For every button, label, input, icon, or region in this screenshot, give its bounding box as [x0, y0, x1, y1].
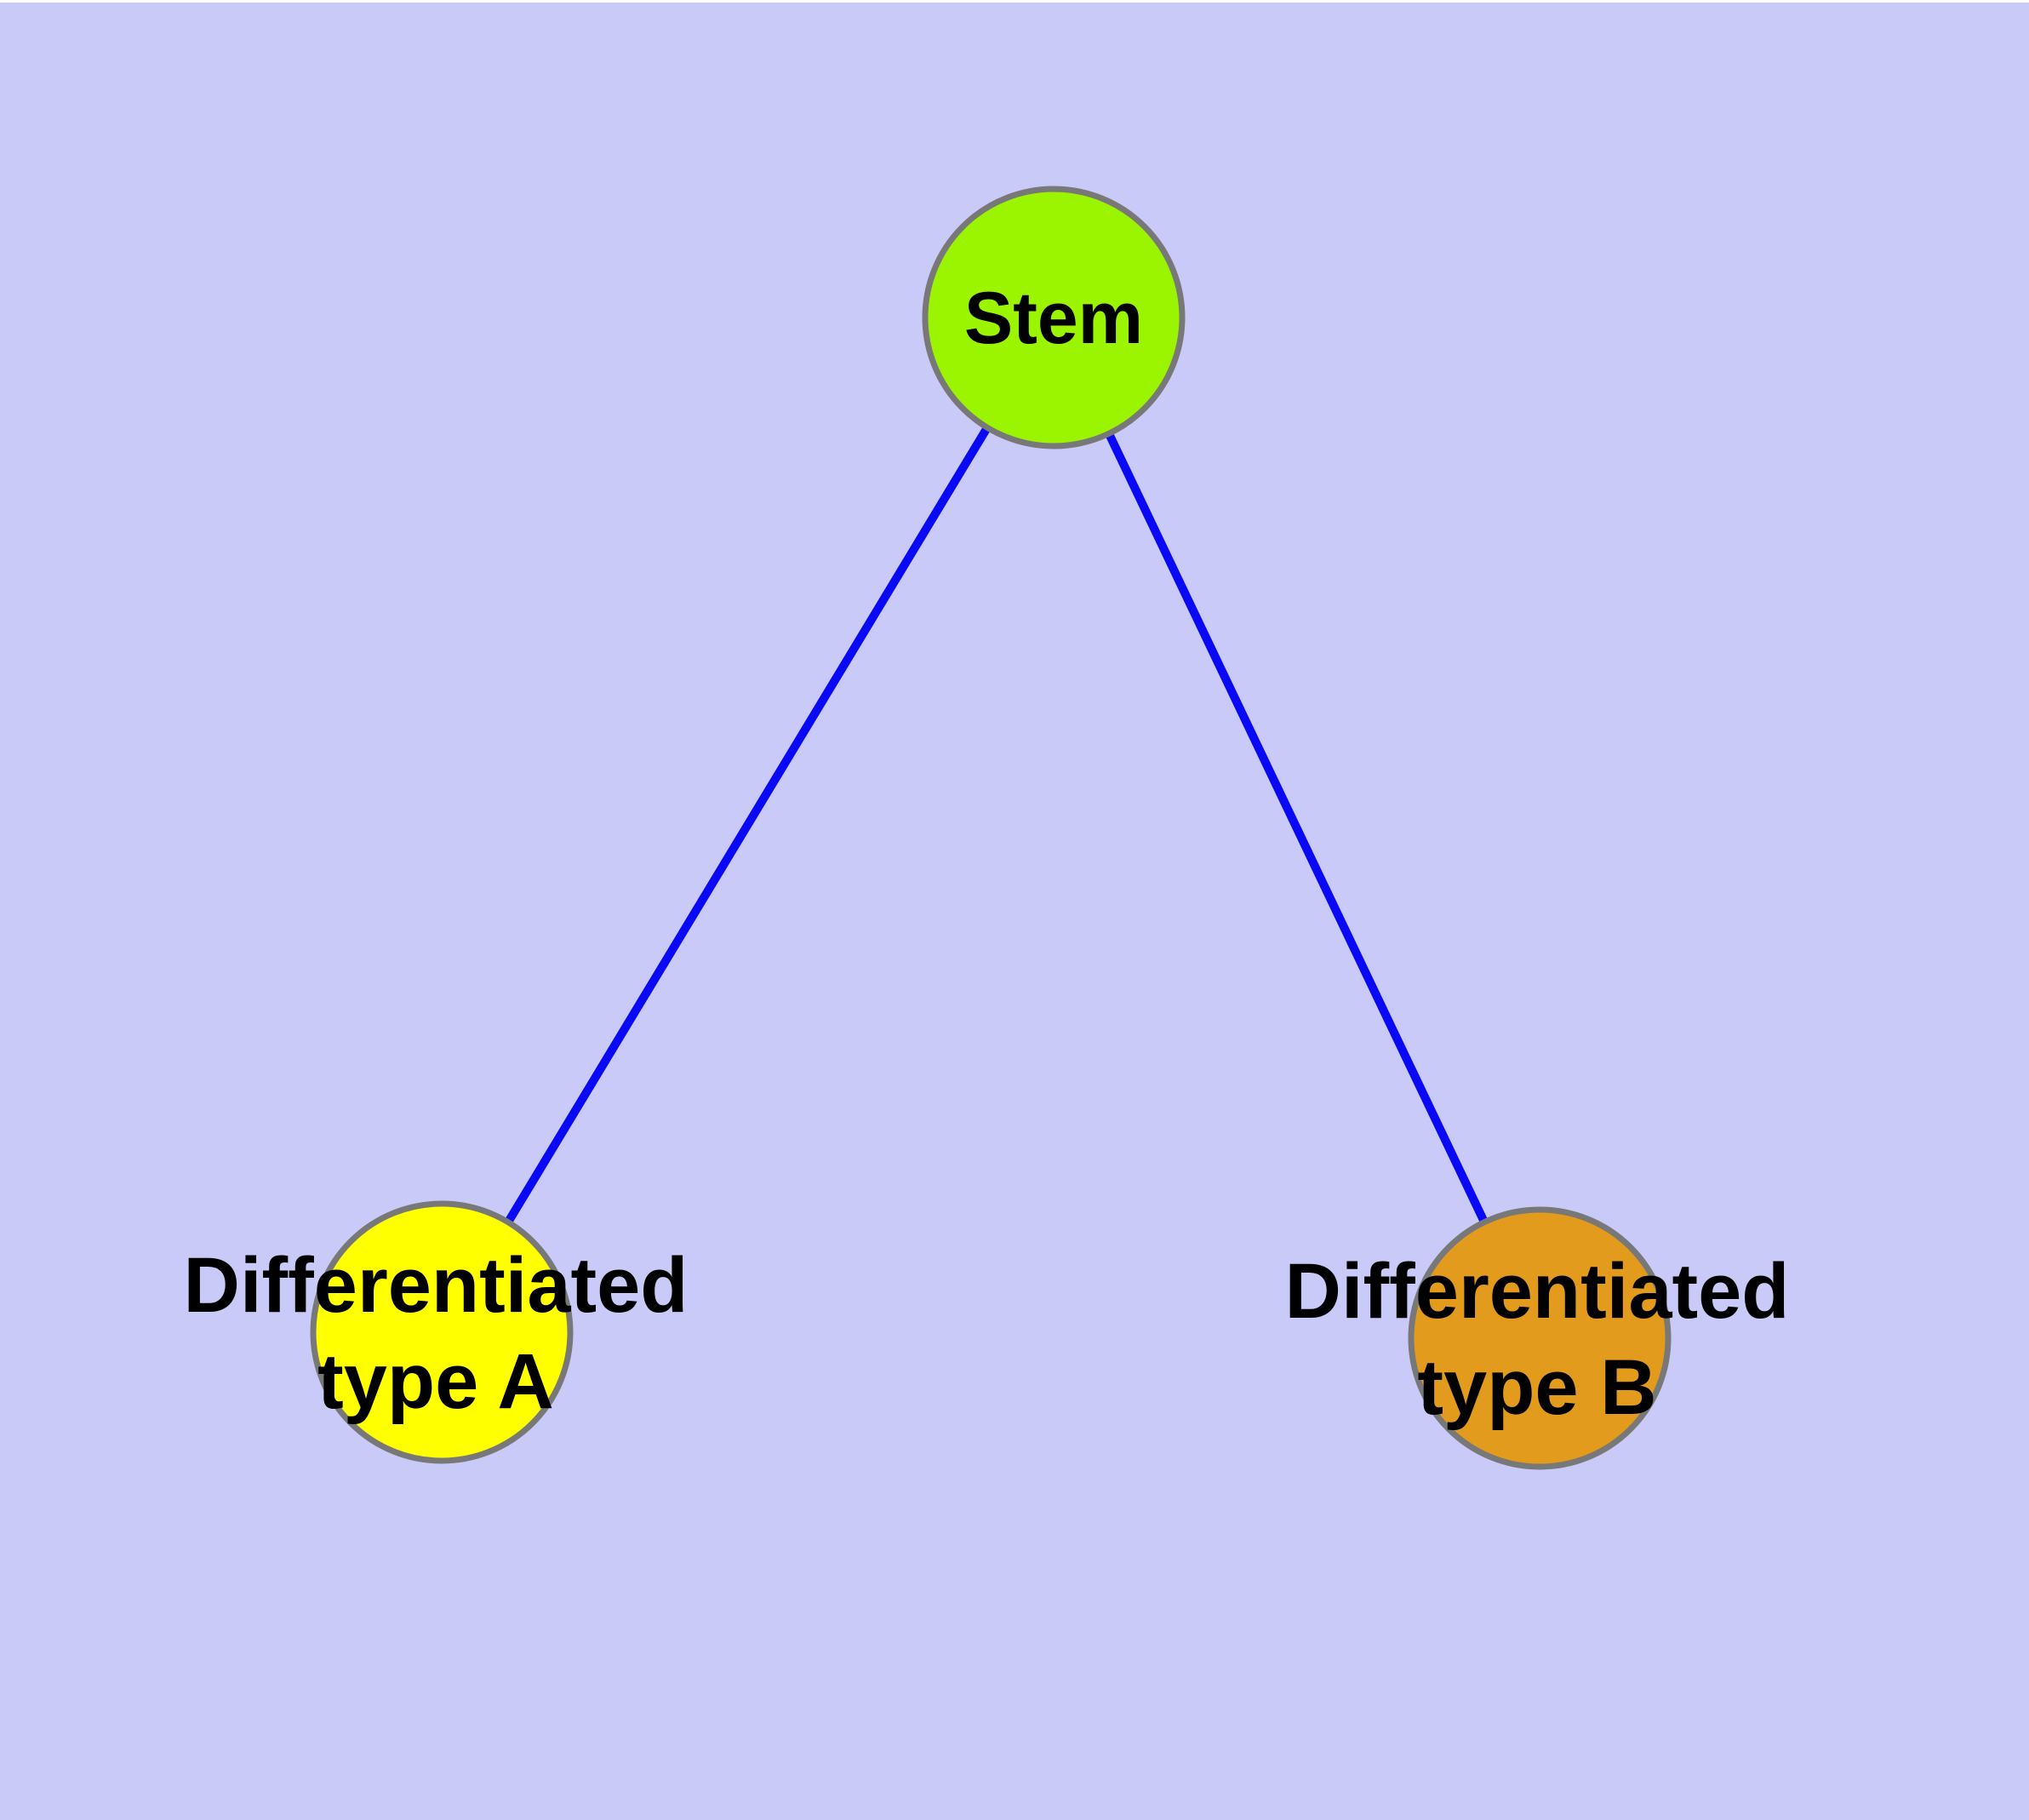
edge-stem-to-type-a: [437, 315, 1058, 1335]
type-a-label-line-2: type A: [317, 1338, 554, 1425]
type-b-label-line-1: Differentiated: [1284, 1248, 1790, 1335]
type-b-node-circle: [1408, 1206, 1672, 1470]
stem-node-label-text: Stem: [963, 278, 1144, 359]
type-b-node-label: Differentiated type B: [1285, 1244, 1790, 1436]
stem-node-label: Stem: [964, 274, 1143, 363]
top-margin-strip: [0, 0, 2029, 3]
type-a-node-circle: [310, 1200, 574, 1464]
type-a-label-line-1: Differentiated: [183, 1242, 689, 1329]
type-b-label-line-2: type B: [1417, 1344, 1657, 1431]
stem-node-circle: [922, 186, 1186, 449]
edge-stem-to-type-b: [1049, 315, 1544, 1341]
type-a-node-label: Differentiated type A: [184, 1238, 689, 1430]
